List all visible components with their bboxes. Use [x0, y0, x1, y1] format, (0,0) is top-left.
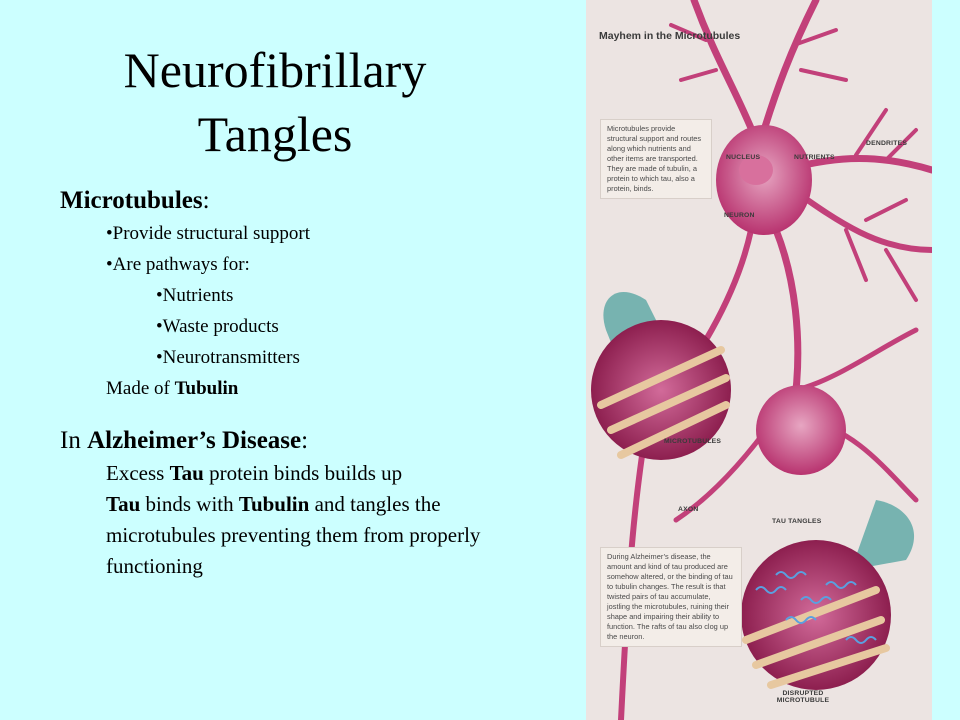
label-axon: AXON — [678, 506, 699, 513]
sub-bullet-neurotransmitters: Neurotransmitters — [156, 342, 580, 373]
neuron-drawing — [591, 0, 932, 720]
microtubules-heading-bold: Microtubules — [60, 187, 203, 214]
alzheimers-line-1: Excess Tau protein binds builds up — [106, 458, 546, 489]
microtubules-heading: Microtubules: — [60, 184, 580, 218]
label-neuron: NEURON — [724, 212, 755, 219]
sub-bullet-nutrients: Nutrients — [156, 280, 580, 311]
slide-title: Neurofibrillary Tangles — [40, 38, 510, 166]
sub-bullet-neurotransmitters-text: Neurotransmitters — [162, 347, 300, 368]
sub-bullet-nutrients-text: Nutrients — [162, 285, 234, 306]
tau-squiggles — [755, 571, 877, 644]
slide-content: Microtubules: Provide structural support… — [60, 184, 580, 582]
label-tau-tangles: TAU TANGLES — [772, 518, 822, 525]
line1-bold: Tau — [169, 461, 204, 485]
alzheimers-info-box: During Alzheimer’s disease, the amount a… — [601, 548, 741, 646]
label-dendrites: DENDRITES — [866, 140, 908, 147]
lower-neuron-body — [756, 385, 846, 475]
sub-bullet-waste: Waste products — [156, 311, 580, 342]
label-nutrients: NUTRIENTS — [794, 154, 835, 161]
neuron-illustration: Mayhem in the Microtubules Microtubules … — [586, 0, 932, 720]
line2-bold1: Tau — [106, 492, 141, 516]
alzheimers-line-2: Tau binds with Tubulin and tangles the m… — [106, 489, 546, 582]
bullet-structural-support-text: Provide structural support — [112, 223, 311, 244]
made-of-prefix: Made of — [106, 378, 175, 399]
microtubules-info-box: Microtubules provide structural support … — [601, 120, 711, 198]
illustration-title: Mayhem in the Microtubules — [599, 30, 741, 42]
line2-bold2: Tubulin — [238, 492, 310, 516]
label-nucleus: NUCLEUS — [726, 154, 761, 161]
bullet-structural-support: Provide structural support — [106, 218, 580, 249]
teal-zoom-cone-2 — [851, 500, 915, 570]
line2-mid: binds with — [140, 492, 239, 516]
disrupted-rods — [742, 586, 890, 689]
microtubules-heading-colon: : — [202, 187, 210, 214]
label-disrupted-microtubule: DISRUPTED MICROTUBULE — [776, 690, 830, 704]
line1-suffix: protein binds builds up — [203, 461, 403, 485]
line1-prefix: Excess — [106, 461, 170, 485]
bullet-pathways: Are pathways for: — [106, 249, 580, 280]
made-of-tubulin: Made of Tubulin — [106, 373, 580, 404]
line2-suffix: and tangles the microtubules preventing … — [106, 492, 481, 578]
sub-bullet-waste-text: Waste products — [162, 316, 279, 337]
tubule-rods — [597, 346, 730, 459]
title-line-1: Neurofibrillary — [123, 42, 427, 98]
alzheimers-heading-prefix: In — [60, 427, 88, 454]
alzheimers-heading-colon: : — [301, 427, 309, 454]
made-of-bold: Tubulin — [174, 378, 239, 399]
alzheimers-heading: In Alzheimer’s Disease: — [60, 424, 580, 458]
alzheimers-heading-bold: Alzheimer’s Disease — [87, 427, 302, 454]
bullet-pathways-text: Are pathways for: — [112, 254, 250, 275]
title-line-2: Tangles — [197, 106, 353, 162]
label-microtubules: MICROTUBULES — [664, 438, 722, 445]
nucleus — [739, 155, 773, 185]
